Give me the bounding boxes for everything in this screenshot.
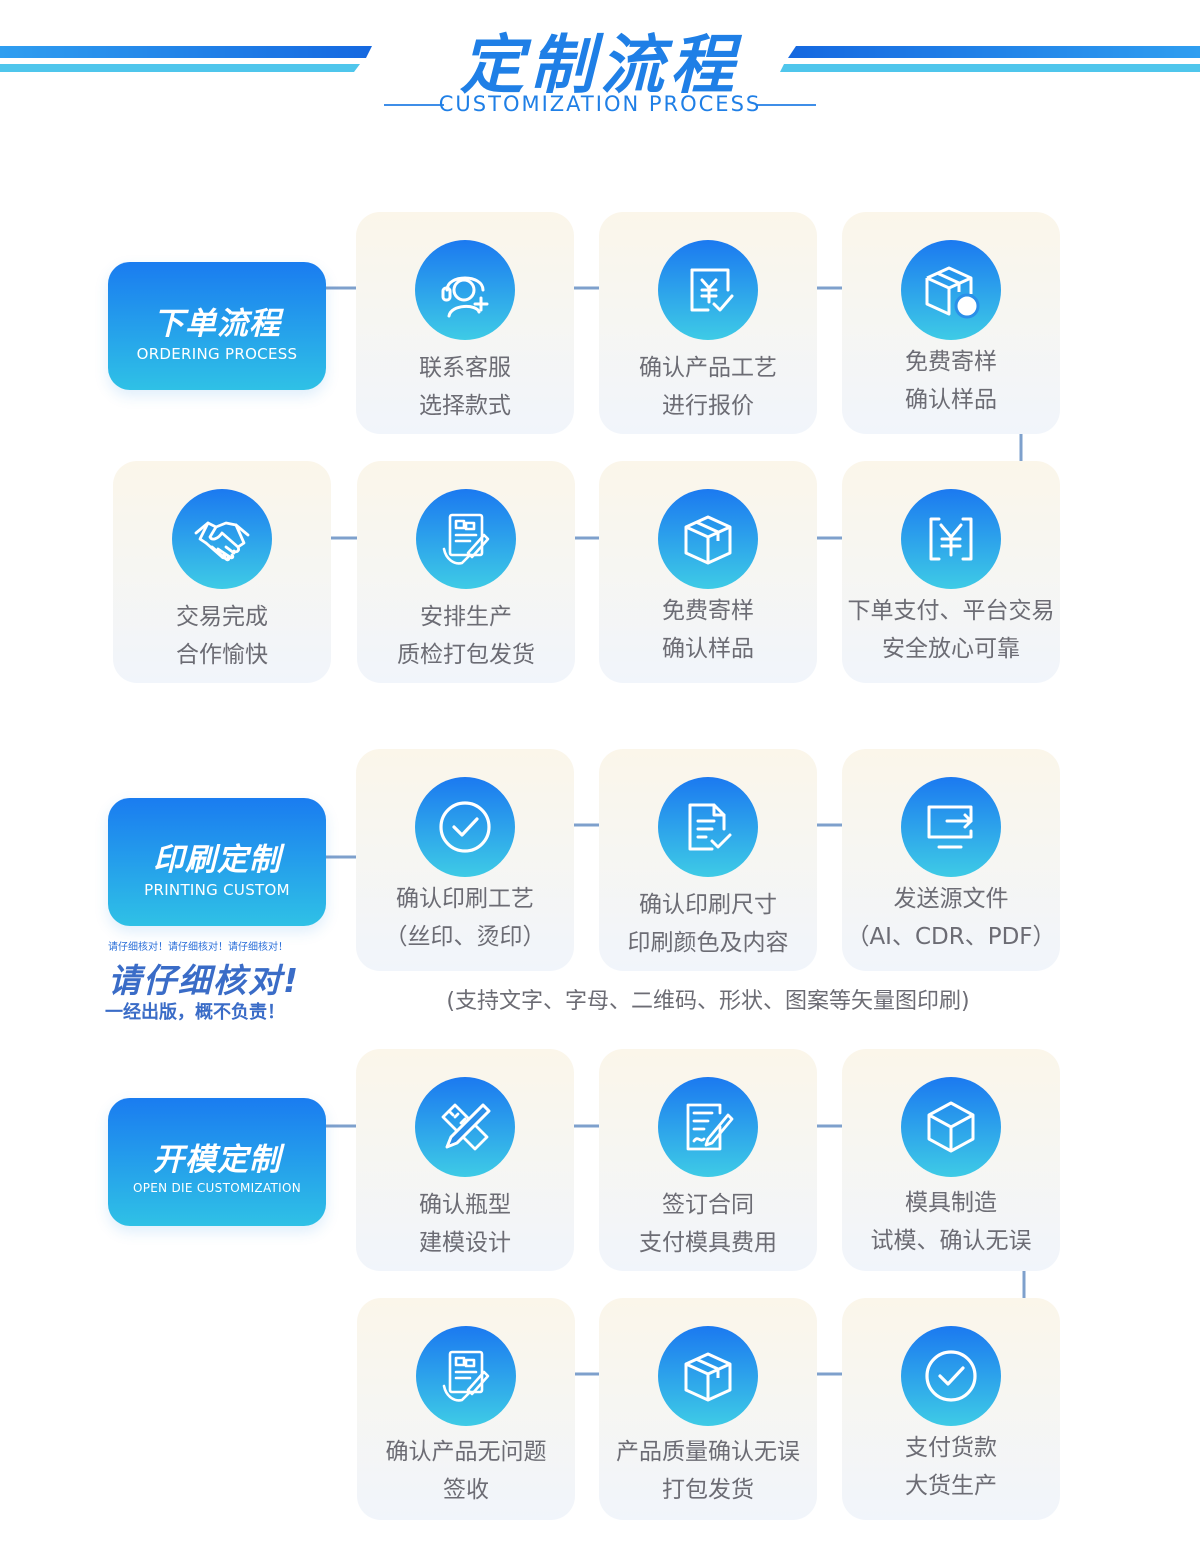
step-icon-circle bbox=[658, 489, 758, 589]
step-text-line2: 大货生产 bbox=[905, 1473, 997, 1499]
step-text-line1: 下单支付、平台交易 bbox=[847, 598, 1055, 624]
cube-icon bbox=[927, 1101, 975, 1153]
step-icon-circle bbox=[415, 240, 515, 340]
step-text-line2: 试模、确认无误 bbox=[870, 1228, 1032, 1254]
step-card-payment: 下单支付、平台交易 安全放心可靠 bbox=[842, 461, 1060, 683]
warning-big: 请仔细核对! bbox=[108, 961, 301, 1000]
step-card-sample: 免费寄样 确认样品 bbox=[842, 212, 1060, 434]
section-label-printing: 印刷定制 PRINTING CUSTOM bbox=[108, 798, 326, 926]
pencil-ruler-icon bbox=[441, 1103, 491, 1151]
step-icon-circle bbox=[172, 489, 272, 589]
headset-icon bbox=[441, 276, 489, 318]
step-text-line2: 质检打包发货 bbox=[397, 642, 535, 668]
step-icon-circle bbox=[901, 240, 1001, 340]
check-circle-icon bbox=[925, 1350, 977, 1402]
step-icon-circle bbox=[416, 489, 516, 589]
step-text-line1: 交易完成 bbox=[176, 604, 268, 630]
step-text-line1: 确认产品无问题 bbox=[385, 1439, 547, 1465]
step-text-line1: 支付货款 bbox=[905, 1435, 997, 1461]
section-subtitle: ORDERING PROCESS bbox=[136, 345, 298, 363]
step-card-contract: 签订合同 支付模具费用 bbox=[599, 1049, 817, 1271]
file-check-icon bbox=[688, 803, 732, 851]
step-card-quality-pack: 产品质量确认无误 打包发货 bbox=[599, 1298, 817, 1520]
printing-note: (支持文字、字母、二维码、形状、图案等矢量图印刷) bbox=[446, 989, 970, 1014]
step-text-line1: 确认瓶型 bbox=[419, 1192, 511, 1218]
step-card-print-size: 确认印刷尺寸 印刷颜色及内容 bbox=[599, 749, 817, 971]
handshake-icon bbox=[194, 521, 250, 562]
subtitle-rule-right bbox=[756, 104, 816, 106]
step-card-mass-production: 支付货款 大货生产 bbox=[842, 1298, 1060, 1520]
step-card-sample-confirm: 免费寄样 确认样品 bbox=[599, 461, 817, 683]
step-icon-circle bbox=[901, 1326, 1001, 1426]
step-icon-circle bbox=[415, 1077, 515, 1177]
step-card-mold-make: 模具制造 试模、确认无误 bbox=[842, 1049, 1060, 1271]
step-text-line2: 安全放心可靠 bbox=[882, 636, 1020, 662]
step-icon-circle bbox=[416, 1326, 516, 1426]
step-icon-circle bbox=[901, 489, 1001, 589]
yen-document-icon bbox=[690, 268, 734, 312]
step-text-line2: 确认样品 bbox=[662, 636, 754, 662]
page-subtitle: CUSTOMIZATION PROCESS bbox=[438, 92, 762, 116]
step-text-line1: 免费寄样 bbox=[662, 598, 754, 624]
step-icon-circle bbox=[658, 1326, 758, 1426]
step-text-line2: 打包发货 bbox=[662, 1477, 754, 1503]
section-subtitle: OPEN DIE CUSTOMIZATION bbox=[132, 1181, 302, 1195]
section-title: 印刷定制 bbox=[153, 842, 281, 878]
subtitle-rule-left bbox=[384, 104, 444, 106]
step-card-contact: 联系客服 选择款式 bbox=[356, 212, 574, 434]
step-text-line2: 进行报价 bbox=[662, 393, 754, 419]
step-card-production: 安排生产 质检打包发货 bbox=[357, 461, 575, 683]
step-text-line1: 免费寄样 bbox=[905, 349, 997, 375]
step-text-line1: 发送源文件 bbox=[893, 886, 1009, 912]
step-icon-circle bbox=[415, 777, 515, 877]
step-text-line1: 确认印刷尺寸 bbox=[639, 892, 777, 918]
section-subtitle: PRINTING CUSTOM bbox=[144, 881, 290, 899]
section-label-mold: 开模定制 OPEN DIE CUSTOMIZATION bbox=[108, 1098, 326, 1226]
section-title: 开模定制 bbox=[153, 1142, 281, 1178]
box-icon bbox=[684, 1352, 732, 1402]
step-text-line1: 联系客服 bbox=[419, 355, 511, 381]
step-text-line2: 签收 bbox=[443, 1477, 489, 1503]
yen-icon bbox=[929, 517, 973, 561]
step-text-line2: 建模设计 bbox=[419, 1230, 511, 1256]
sign-document-icon bbox=[686, 1103, 734, 1151]
step-text-line2: 选择款式 bbox=[419, 393, 511, 419]
step-card-bottle-design: 确认瓶型 建模设计 bbox=[356, 1049, 574, 1271]
step-text-line1: 签订合同 bbox=[662, 1192, 754, 1218]
step-card-send-file: 发送源文件 （AI、CDR、PDF） bbox=[842, 749, 1060, 971]
section-label-ordering: 下单流程 ORDERING PROCESS bbox=[108, 262, 326, 390]
step-card-complete: 交易完成 合作愉快 bbox=[113, 461, 331, 683]
step-text-line1: 确认印刷工艺 bbox=[396, 886, 534, 912]
step-text-line2: （丝印、烫印） bbox=[384, 924, 546, 950]
step-text-line2: 合作愉快 bbox=[176, 642, 268, 668]
contract-icon bbox=[442, 1350, 490, 1402]
step-text-line2: 确认样品 bbox=[905, 387, 997, 413]
page-title: 定制流程 bbox=[460, 29, 740, 103]
warning-sub: 一经出版，概不负责！ bbox=[105, 1002, 285, 1023]
header-stripe-left bbox=[0, 46, 372, 72]
step-text-line2: 支付模具费用 bbox=[639, 1230, 777, 1256]
header-stripe-right bbox=[780, 46, 1200, 72]
check-circle-icon bbox=[439, 801, 491, 853]
warning-small: 请仔细核对！请仔细核对！请仔细核对！ bbox=[108, 942, 288, 953]
step-card-receipt: 确认产品无问题 签收 bbox=[357, 1298, 575, 1520]
step-icon-circle bbox=[658, 240, 758, 340]
step-card-quote: 确认产品工艺 进行报价 bbox=[599, 212, 817, 434]
step-text-line1: 产品质量确认无误 bbox=[616, 1439, 800, 1465]
step-text-line1: 确认产品工艺 bbox=[639, 355, 777, 381]
step-text-line1: 安排生产 bbox=[420, 604, 512, 630]
section-title: 下单流程 bbox=[153, 306, 281, 342]
step-icon-circle bbox=[658, 777, 758, 877]
step-icon-circle bbox=[658, 1077, 758, 1177]
send-screen-icon bbox=[927, 805, 973, 849]
step-icon-circle bbox=[901, 1077, 1001, 1177]
sample-box-icon bbox=[925, 266, 980, 319]
step-text-line1: 模具制造 bbox=[905, 1190, 997, 1216]
step-icon-circle bbox=[901, 777, 1001, 877]
step-text-line2: 印刷颜色及内容 bbox=[627, 930, 789, 956]
contract-icon bbox=[442, 513, 490, 565]
box-icon bbox=[684, 515, 732, 565]
step-card-print-craft: 确认印刷工艺 （丝印、烫印） bbox=[356, 749, 574, 971]
step-text-line2: （AI、CDR、PDF） bbox=[846, 924, 1056, 950]
